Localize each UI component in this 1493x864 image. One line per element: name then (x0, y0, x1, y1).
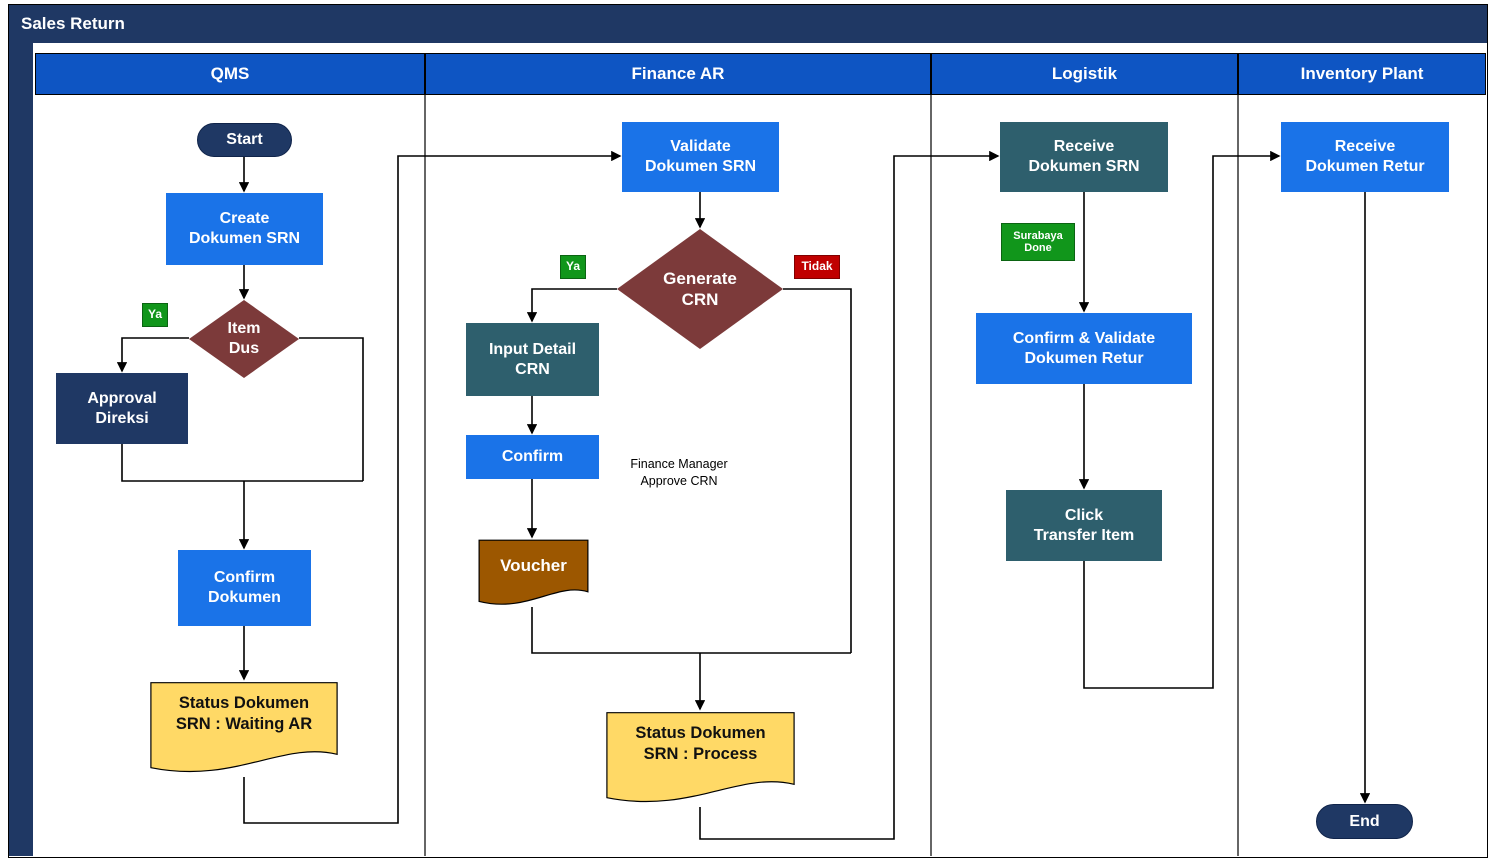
voucher-label: Voucher (500, 556, 567, 575)
lane-header-inventory-plant: Inventory Plant (1238, 53, 1486, 95)
confirm-label: Confirm (501, 448, 564, 465)
validate-dokumen-srn-label: Validate Dokumen SRN (644, 138, 757, 175)
lane-header-qms: QMS (35, 53, 425, 95)
approval-direksi-box: Approval Direksi (56, 373, 188, 444)
click-transfer-item-label: Click Transfer Item (1033, 506, 1135, 544)
surabaya-done-label: Surabaya Done (1013, 229, 1063, 254)
confirm-dokumen-box: Confirm Dokumen (178, 550, 311, 626)
diagram-body: QMS Finance AR Logistik Inventory Plant (9, 43, 1486, 856)
receive-dokumen-retur-label: Receive Dokumen Retur (1305, 138, 1425, 175)
left-accent-strip (9, 43, 33, 856)
ya-badge-finance: Ya (560, 255, 586, 279)
approval-direksi-label: Approval Direksi (87, 389, 157, 427)
receive-dokumen-retur-box: Receive Dokumen Retur (1281, 122, 1449, 192)
end-label: End (1349, 812, 1380, 830)
create-dokumen-srn-box: Create Dokumen SRN (166, 193, 323, 265)
document-shape (605, 711, 796, 811)
status-process-label: Status Dokumen SRN : Process (635, 724, 766, 764)
diagram-title-label: Sales Return (21, 14, 125, 33)
confirm-validate-retur-box: Confirm & Validate Dokumen Retur (976, 313, 1192, 384)
diagram-frame: Sales Return QMS Finance AR Logistik Inv… (8, 4, 1488, 858)
voucher-document: Voucher (478, 539, 589, 611)
ya-badge-qms: Ya (142, 303, 168, 327)
surabaya-done-badge: Surabaya Done (1001, 223, 1075, 261)
lane-header-logistik-label: Logistik (1051, 64, 1118, 83)
start-terminator: Start (197, 123, 292, 157)
validate-dokumen-srn-box: Validate Dokumen SRN (622, 122, 779, 192)
finance-manager-note-label: Finance Manager Approve CRN (630, 457, 728, 488)
status-waiting-ar-label: Status Dokumen SRN : Waiting AR (175, 694, 313, 734)
confirm-validate-retur-label: Confirm & Validate Dokumen Retur (1012, 329, 1156, 367)
lane-header-inventory-plant-label: Inventory Plant (1300, 64, 1424, 83)
receive-dokumen-srn-box: Receive Dokumen SRN (1000, 122, 1168, 192)
document-shape (149, 681, 339, 781)
ya-badge-finance-label: Ya (565, 259, 580, 274)
item-dus-decision: Item Dus (189, 300, 299, 378)
receive-dokumen-srn-label: Receive Dokumen SRN (1028, 138, 1140, 175)
input-detail-crn-label: Input Detail CRN (488, 340, 577, 378)
item-dus-label: Item Dus (227, 320, 261, 357)
start-label: Start (226, 131, 263, 148)
end-terminator: End (1316, 804, 1413, 839)
click-transfer-item-box: Click Transfer Item (1006, 490, 1162, 561)
create-dokumen-srn-label: Create Dokumen SRN (188, 210, 301, 247)
confirm-dokumen-label: Confirm Dokumen (208, 569, 281, 606)
lane-header-qms-label: QMS (210, 64, 250, 83)
document-shape (478, 539, 589, 611)
generate-crn-decision: Generate CRN (617, 229, 783, 349)
diagram-title: Sales Return (9, 5, 1487, 43)
confirm-box: Confirm (466, 435, 599, 479)
tidak-badge: Tidak (794, 255, 840, 279)
tidak-badge-label: Tidak (801, 259, 833, 274)
lane-header-finance-ar: Finance AR (425, 53, 931, 95)
status-process-document: Status Dokumen SRN : Process (605, 711, 796, 811)
lane-header-finance-ar-label: Finance AR (631, 64, 725, 83)
finance-manager-note: Finance Manager Approve CRN (618, 440, 740, 489)
input-detail-crn-box: Input Detail CRN (466, 323, 599, 396)
ya-badge-qms-label: Ya (147, 307, 162, 322)
generate-crn-label: Generate CRN (663, 268, 737, 309)
status-waiting-ar-document: Status Dokumen SRN : Waiting AR (149, 681, 339, 781)
lane-header-logistik: Logistik (931, 53, 1238, 95)
